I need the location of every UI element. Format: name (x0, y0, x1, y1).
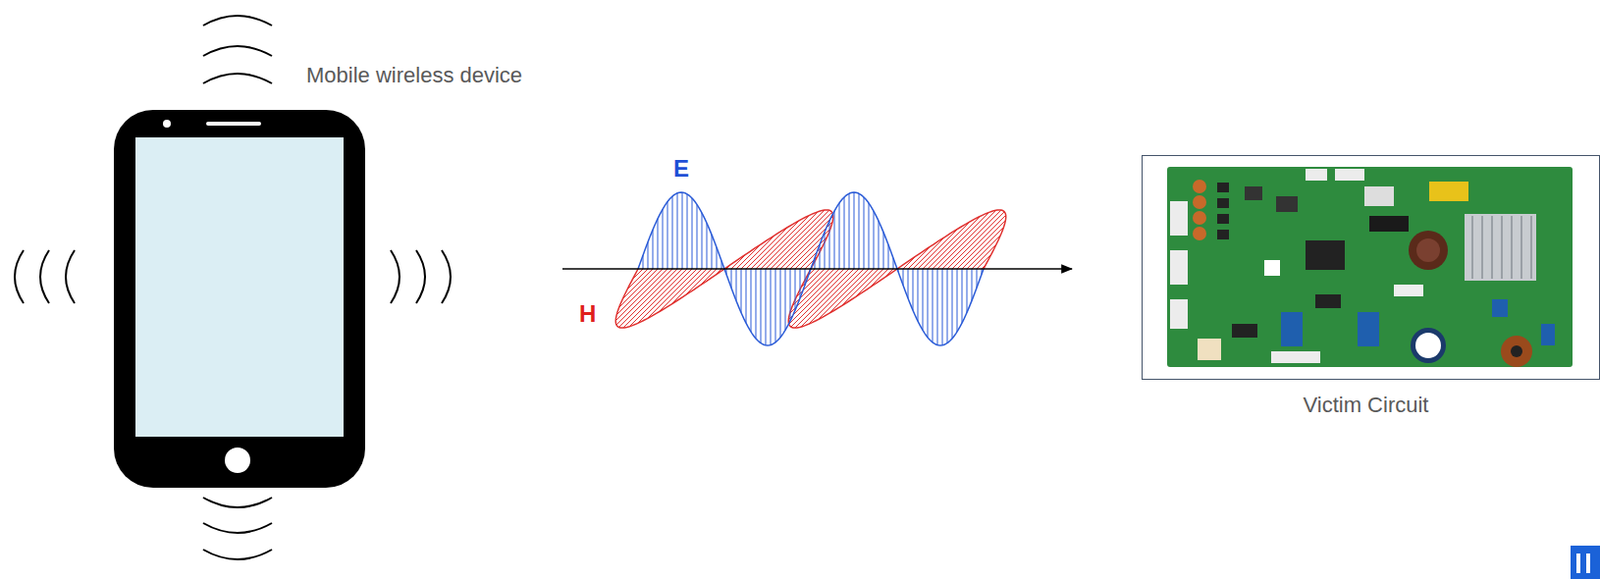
propagation-axis (562, 267, 1072, 270)
electric-field-label: E (673, 155, 690, 183)
victim-circuit-frame: Victim Circuit (1141, 155, 1600, 380)
phone-body (113, 109, 366, 488)
wave-arcs (14, 15, 451, 560)
mobile-device: Mobile wireless device (113, 109, 366, 488)
logo (1570, 545, 1600, 579)
circuit-caption: Victim Circuit (1137, 392, 1595, 419)
magnetic-field-label: H (579, 300, 596, 328)
pcb-photo (1167, 166, 1573, 368)
device-label: Mobile wireless device (306, 62, 523, 89)
